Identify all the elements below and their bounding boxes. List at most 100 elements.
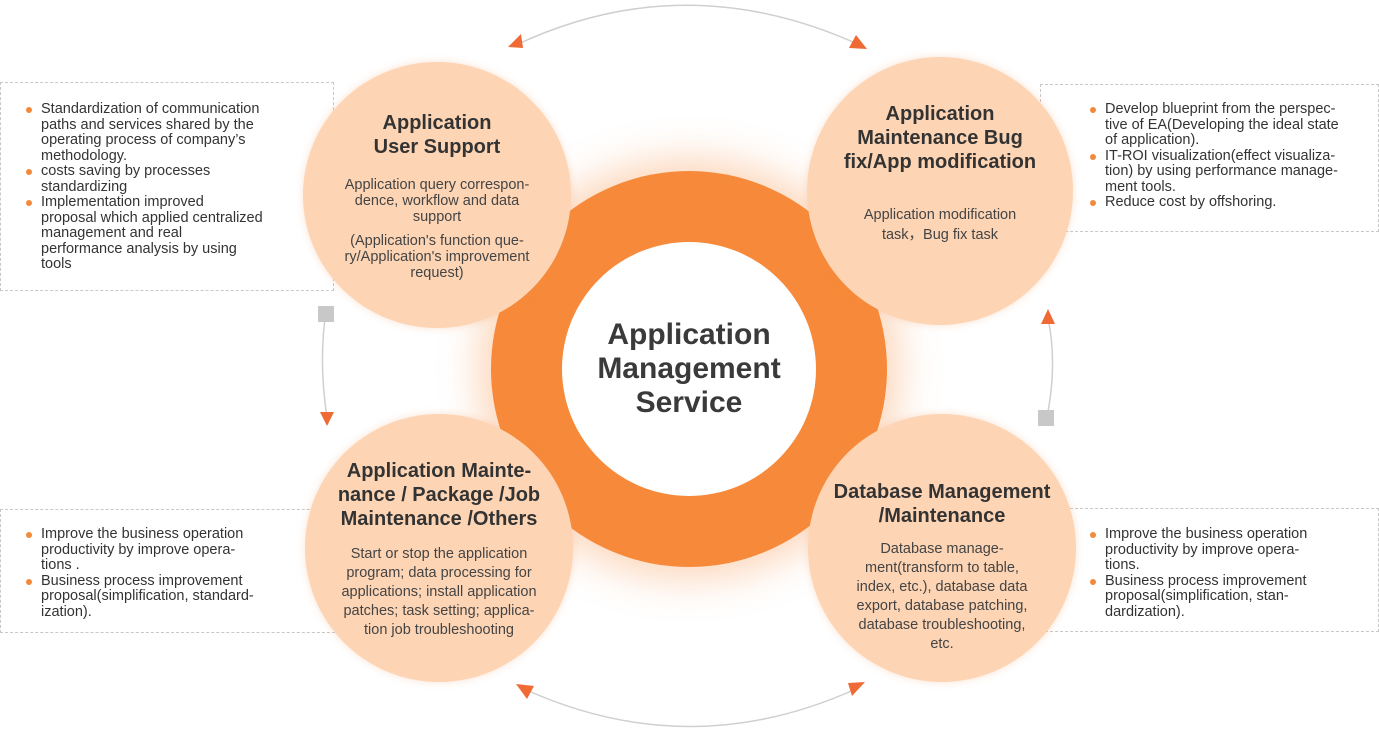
node-title-line: Application xyxy=(382,112,492,134)
info-line: Implementation improved xyxy=(41,194,204,210)
node-title-line: User Support xyxy=(373,136,501,158)
info-line: Business process improvement xyxy=(1105,572,1307,589)
info-line: of application). xyxy=(1105,132,1200,148)
top-connector-arc xyxy=(515,4,863,47)
connector-square-left xyxy=(318,306,334,322)
node-title-line: Application Mainte- xyxy=(346,460,532,482)
arrow-top-left-icon xyxy=(508,34,523,48)
arrow-top-right-icon xyxy=(849,35,867,49)
hub-center xyxy=(562,242,816,496)
info-line: management and real xyxy=(41,225,183,241)
info-line: ization). xyxy=(41,603,92,620)
node-description: Application modification task，Bug fix ta… xyxy=(830,205,1050,245)
info-box-top-right: Develop blueprint from the perspec-tive … xyxy=(1040,84,1379,232)
node-desc-line: Application modification xyxy=(863,207,1017,223)
info-line: operating process of company’s xyxy=(41,132,246,148)
info-line: Business process improvement xyxy=(41,572,243,589)
info-line: standardizing xyxy=(41,178,128,195)
info-line: Improve the business operation xyxy=(41,526,244,542)
node-title-line: Maintenance /Others xyxy=(340,508,538,530)
arrow-bottom-right-icon xyxy=(848,682,865,696)
node-desc-line: Start or stop the application xyxy=(350,546,528,562)
info-line: Develop blueprint from the perspec- xyxy=(1105,101,1336,117)
info-line: IT-ROI visualization(effect visualiza- xyxy=(1105,147,1336,164)
info-line: dardization). xyxy=(1105,603,1185,620)
node-desc-line: tion job troubleshooting xyxy=(364,622,514,638)
info-line: productivity by improve opera- xyxy=(1105,541,1300,558)
info-line: performance analysis by using xyxy=(41,240,237,257)
info-line: paths and services shared by the xyxy=(41,116,254,133)
hub-title-line: Application xyxy=(607,318,771,351)
node-title: Application User Support xyxy=(303,111,571,159)
bottom-connector-arc xyxy=(521,687,859,728)
node-description: Database manage- ment(transform to table… xyxy=(832,540,1052,654)
node-desc-line: Database manage- xyxy=(880,541,1004,557)
info-line: Improve the business operation xyxy=(1105,526,1308,542)
arrow-right-up-icon xyxy=(1041,309,1055,324)
node-desc-line: dence, workflow and data xyxy=(354,193,520,209)
left-connector-arc xyxy=(321,311,329,425)
info-line: proposal(simplification, standard- xyxy=(41,588,254,604)
hub-title-line: Management xyxy=(597,352,781,385)
info-line: tions. xyxy=(1105,557,1140,573)
node-desc-line: index, etc.), database data xyxy=(856,579,1028,595)
node-desc-line: etc. xyxy=(930,636,954,652)
node-desc-line: patches; task setting; applica- xyxy=(343,603,535,619)
info-line: tools xyxy=(41,256,72,272)
info-item: Develop blueprint from the perspec-tive … xyxy=(1090,101,1375,149)
arrow-left-down-icon xyxy=(320,412,334,426)
node-desc-line: Application query correspon- xyxy=(344,177,530,193)
right-connector-arc xyxy=(1045,317,1054,423)
hub-title-line: Service xyxy=(635,386,743,419)
node-desc-line: task，Bug fix task xyxy=(881,227,999,243)
connector-square-right xyxy=(1038,410,1054,426)
info-item: Reduce cost by offshoring. xyxy=(1090,194,1375,211)
node-description: Start or stop the application program; d… xyxy=(317,545,561,640)
node-desc-line: support xyxy=(412,209,462,225)
arrow-bottom-left-icon xyxy=(516,684,534,699)
info-line: methodology. xyxy=(41,147,127,164)
node-title: Database Management /Maintenance xyxy=(808,480,1076,528)
info-line: tive of EA(Developing the ideal state xyxy=(1105,116,1339,133)
info-line: proposal which applied centralized xyxy=(41,209,263,226)
node-desc-line: ry/Application's improvement xyxy=(344,249,530,265)
info-line: ment tools. xyxy=(1105,178,1176,195)
info-line: productivity by improve opera- xyxy=(41,541,236,558)
node-user-support: Application User Support Application que… xyxy=(303,62,571,328)
node-desc-line: program; data processing for xyxy=(346,565,532,581)
node-desc-line: export, database patching, xyxy=(856,598,1028,614)
node-title-line: Database Management xyxy=(833,481,1051,503)
node-desc-line: database troubleshooting, xyxy=(858,617,1026,633)
node-title-line: nance / Package /Job xyxy=(337,484,541,506)
node-description-secondary: (Application's function que- ry/Applicat… xyxy=(323,233,551,281)
node-title-line: /Maintenance xyxy=(878,505,1006,527)
node-title-line: fix/App modification xyxy=(843,151,1037,173)
node-title-line: Application xyxy=(885,103,995,125)
node-maintenance-bug-fix: Application Maintenance Bug fix/App modi… xyxy=(807,57,1073,325)
info-list-top-right: Develop blueprint from the perspec-tive … xyxy=(1090,101,1375,211)
node-desc-line: (Application's function que- xyxy=(350,233,524,249)
info-line: proposal(simplification, stan- xyxy=(1105,588,1289,604)
node-title: Application Maintenance Bug fix/App modi… xyxy=(807,102,1073,174)
info-line: tions . xyxy=(41,557,80,573)
info-line: Reduce cost by offshoring. xyxy=(1105,194,1277,210)
hub-title: Application Management Service xyxy=(562,318,816,420)
node-title-line: Maintenance Bug xyxy=(857,127,1023,149)
node-desc-line: applications; install application xyxy=(341,584,537,600)
node-database-management: Database Management /Maintenance Databas… xyxy=(808,414,1076,682)
info-line: tion) by using performance manage- xyxy=(1105,163,1338,179)
